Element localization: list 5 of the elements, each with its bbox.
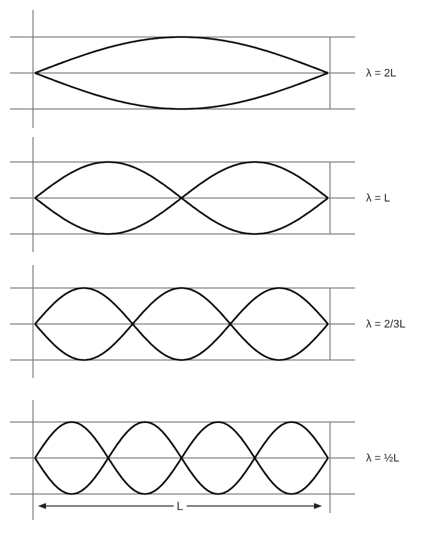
wavelength-label: λ = ½L [366, 454, 400, 464]
wavelength-label: λ = 2L [366, 68, 396, 80]
wavelength-label: λ = 2/3L [366, 320, 406, 330]
length-label: L [174, 500, 186, 512]
wavelength-label: λ = L [366, 194, 390, 204]
